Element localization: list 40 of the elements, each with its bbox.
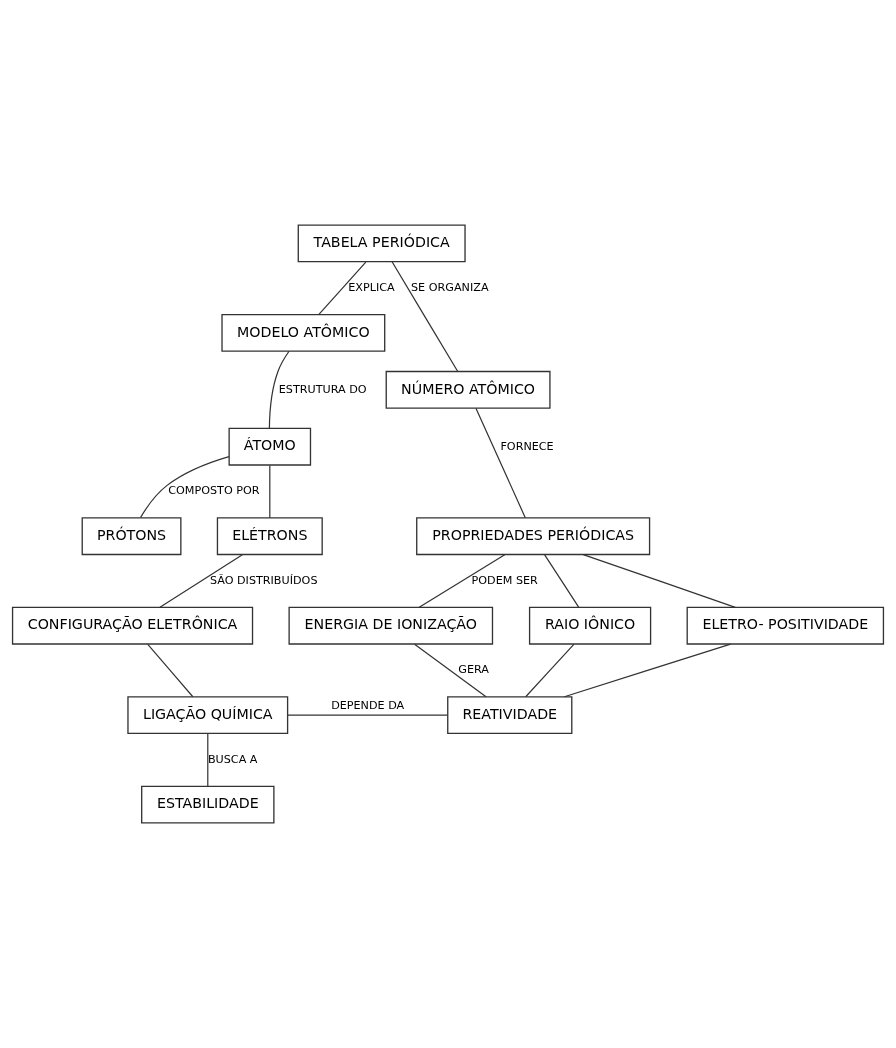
node-box: REATIVIDADE <box>447 696 573 735</box>
node-box: PROPRIEDADES PERIÓDICAS <box>416 517 651 556</box>
connector <box>140 456 230 519</box>
edge-label: ESTRUTURA DO <box>278 382 367 396</box>
connector <box>147 643 194 698</box>
node-box: RAIO IÔNICO <box>528 606 652 645</box>
node-box: ELETRO- POSITIVIDADE <box>686 606 885 645</box>
connector <box>207 733 209 787</box>
node-box: ELÉTRONS <box>216 517 323 556</box>
node-box: LIGAÇÃO QUÍMICA <box>127 696 289 735</box>
connector <box>318 261 367 316</box>
edge-label: SE ORGANIZA <box>411 280 489 294</box>
connector <box>563 643 732 698</box>
edge-label: BUSCA A <box>207 752 258 766</box>
connector <box>269 464 271 519</box>
connector <box>391 261 459 372</box>
node-box: MODELO ATÔMICO <box>221 313 386 352</box>
node-box: PRÓTONS <box>81 517 182 556</box>
connector <box>525 643 575 698</box>
edge-label: FORNECE <box>500 439 554 453</box>
node-box: TABELA PERIÓDICA <box>297 224 466 263</box>
connector <box>414 643 487 698</box>
connector <box>159 554 243 608</box>
edge-label: PODEM SER <box>471 573 538 587</box>
connector <box>287 714 449 716</box>
node-box: ENERGIA DE IONIZAÇÃO <box>288 606 494 645</box>
edge-label: EXPLICA <box>348 280 395 294</box>
connector <box>582 554 736 608</box>
connector <box>475 407 526 519</box>
edge-label: SÃO DISTRIBUÍDOS <box>209 573 318 587</box>
connector <box>418 554 506 608</box>
connector <box>268 350 290 429</box>
edge-label: DEPENDE DA <box>331 698 405 712</box>
node-box: CONFIGURAÇÃO ELETRÔNICA <box>11 606 254 645</box>
node-box: ESTABILIDADE <box>141 785 275 824</box>
node-box: ÁTOMO <box>228 427 312 466</box>
node-box: NÚMERO ATÔMICO <box>385 370 551 409</box>
edge-label: COMPOSTO POR <box>168 484 260 498</box>
connector <box>544 554 580 608</box>
edge-label: GERA <box>458 663 490 677</box>
